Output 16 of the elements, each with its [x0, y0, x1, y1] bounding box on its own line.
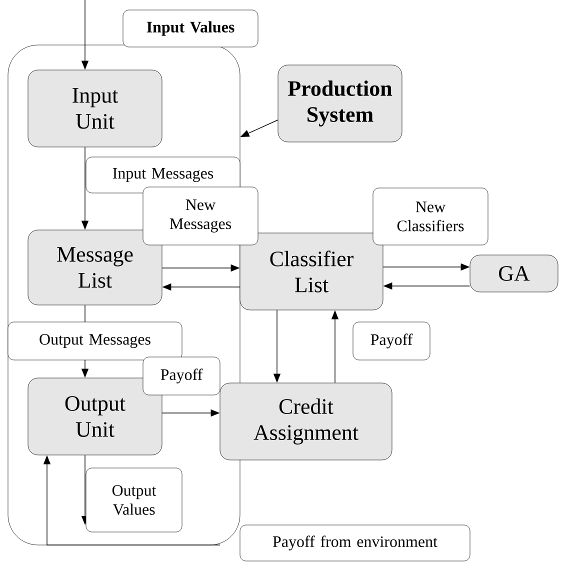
process-box: Output Unit	[28, 378, 162, 456]
process-box: Credit Assignment	[220, 382, 392, 460]
edge-label: Output Values	[86, 468, 182, 532]
process-box: Classifier List	[240, 232, 384, 310]
edge-label: Payoff	[352, 322, 430, 360]
edge-label: Payoff from environment	[240, 524, 470, 562]
edge-label: Output Messages	[8, 322, 182, 360]
edge-label: New Classifiers	[372, 188, 488, 246]
process-box: GA	[470, 254, 558, 292]
process-box: Production System	[278, 64, 402, 142]
edge-label: Payoff	[142, 356, 220, 396]
edge-label: Input Values	[122, 10, 258, 48]
process-box: Message List	[28, 230, 162, 306]
process-box: Input Unit	[28, 70, 162, 148]
edge-label: Input Messages	[86, 156, 240, 194]
edge-label: New Messages	[142, 186, 258, 246]
